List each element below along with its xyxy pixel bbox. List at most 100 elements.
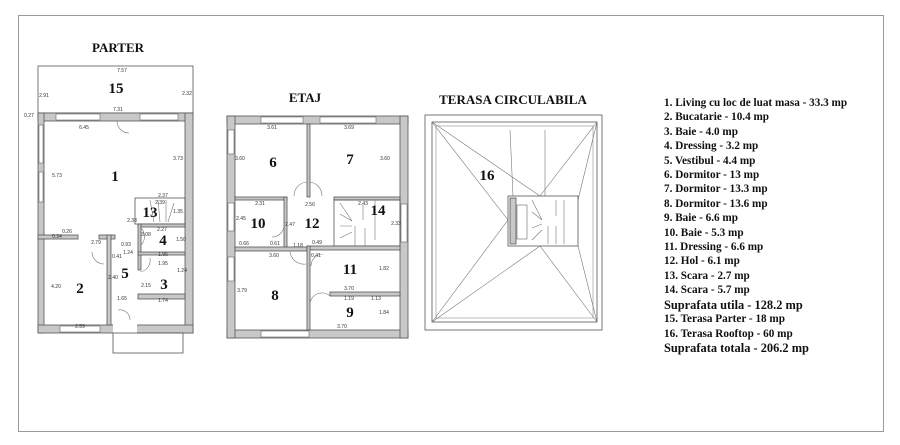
legend-item: 5. Vestibul - 4.4 mp — [664, 154, 756, 167]
window — [38, 171, 44, 203]
dim: 7.57 — [117, 68, 127, 74]
dim: 2.27 — [157, 227, 167, 233]
wall — [137, 251, 186, 256]
legend-item: 11. Dressing - 6.6 mp — [664, 241, 764, 254]
dim: 2.56 — [305, 202, 315, 208]
legend-total: Suprafata totala - 206.2 mp — [664, 340, 809, 355]
legend-item: 1. Living cu loc de luat masa - 33.3 mp — [664, 97, 848, 109]
dim: 4.20 — [51, 284, 61, 290]
dim: 3.70 — [344, 286, 354, 292]
dim: 1.13 — [371, 296, 381, 302]
dim: 2.37 — [158, 193, 168, 199]
dim: 5.73 — [52, 173, 62, 179]
roof-outline — [424, 114, 603, 331]
dim: 0.61 — [270, 241, 280, 247]
dim: 2.33 — [391, 221, 401, 227]
dimension-labels-etaj: 3.61 3.69 3.60 3.60 2.31 2.56 2.43 2.45 … — [235, 125, 401, 330]
dim: 3.60 — [380, 156, 390, 162]
legend-item: 14. Scara - 5.7 mp — [664, 284, 750, 297]
wall — [329, 291, 401, 297]
dim: 2.32 — [182, 91, 192, 97]
dim: 0.66 — [239, 241, 249, 247]
room-label-10: 10 — [251, 216, 266, 232]
legend-item: 12. Hol - 6.1 mp — [664, 255, 740, 268]
dim: 0.41 — [112, 254, 122, 260]
plan-title-etaj: ETAJ — [289, 90, 322, 105]
dim: 3.60 — [269, 253, 279, 259]
drawing-frame — [18, 15, 884, 432]
wall — [37, 234, 79, 240]
dim: 1.84 — [379, 310, 389, 316]
dim: 1.74 — [158, 298, 168, 304]
dim: 3.73 — [173, 156, 183, 162]
dim: 2.59 — [75, 324, 85, 330]
dim: 1.35 — [173, 209, 183, 215]
dim: 1.82 — [379, 266, 389, 272]
window — [319, 116, 377, 124]
dim: 3.79 — [237, 288, 247, 294]
dim: 1.24 — [177, 268, 187, 274]
legend-item: 16. Terasa Rooftop - 60 mp — [664, 327, 793, 340]
door-swing — [116, 120, 130, 134]
entrance-porch — [112, 332, 184, 354]
dim: 2.31 — [255, 201, 265, 207]
dim: 0.26 — [62, 229, 72, 235]
dim: 0.34 — [52, 234, 62, 240]
window — [38, 124, 44, 164]
stair-steps — [531, 199, 565, 244]
legend-item: 8. Dormitor - 13.6 mp — [664, 197, 768, 210]
dim: 1.95 — [158, 261, 168, 267]
plan-etaj: ETAJ 6 7 8 9 10 11 12 14 — [226, 90, 409, 339]
window — [227, 256, 235, 282]
wall — [137, 223, 142, 271]
legend-item: 3. Baie - 4.0 mp — [664, 125, 738, 138]
window — [400, 203, 408, 243]
dim: 7.31 — [113, 107, 123, 113]
dim: 2.15 — [141, 283, 151, 289]
room-label-5: 5 — [121, 266, 129, 282]
dim: 2.47 — [285, 222, 295, 228]
door-swing — [293, 181, 323, 197]
legend-total: Suprafata utila - 128.2 mp — [664, 297, 803, 312]
room-label-3: 3 — [160, 277, 168, 293]
dim: 6.45 — [79, 125, 89, 131]
room-label-6: 6 — [269, 155, 277, 171]
wall — [184, 112, 194, 334]
roof-inner-outline — [431, 121, 598, 323]
room-label-16: 16 — [480, 168, 496, 184]
door-swing — [289, 250, 307, 265]
wall — [509, 197, 517, 245]
room-label-15: 15 — [109, 81, 124, 97]
dim: 2.43 — [358, 201, 368, 207]
dim: 3.61 — [267, 125, 277, 131]
dim: 2.38 — [127, 218, 137, 224]
door-swing — [309, 292, 331, 307]
room-label-2: 2 — [76, 281, 84, 297]
wall — [137, 293, 186, 300]
dim: 0.93 — [121, 242, 131, 248]
dim: 3.70 — [337, 324, 347, 330]
stair-steps — [149, 199, 175, 223]
dim: 2.39 — [155, 200, 165, 206]
legend-item: 7. Dormitor - 13.3 mp — [664, 183, 768, 196]
room-label-1: 1 — [111, 169, 119, 185]
room-label-11: 11 — [343, 262, 357, 278]
wall — [226, 115, 409, 125]
dim: 3.08 — [141, 232, 151, 238]
dim: 1.95 — [158, 252, 168, 258]
legend-item: 4. Dressing - 3.2 mp — [664, 140, 759, 153]
dim: 2.91 — [39, 93, 49, 99]
stair-window — [516, 204, 528, 240]
window — [55, 113, 101, 121]
dim: 3.69 — [344, 125, 354, 131]
window — [227, 129, 235, 155]
dim: 1.24 — [123, 250, 133, 256]
door-swing — [91, 251, 105, 265]
window — [260, 330, 310, 338]
dim: 1.65 — [117, 296, 127, 302]
wall — [333, 196, 401, 201]
room-label-13: 13 — [143, 205, 158, 221]
wall — [306, 245, 401, 251]
dim: 0.41 — [311, 253, 321, 259]
